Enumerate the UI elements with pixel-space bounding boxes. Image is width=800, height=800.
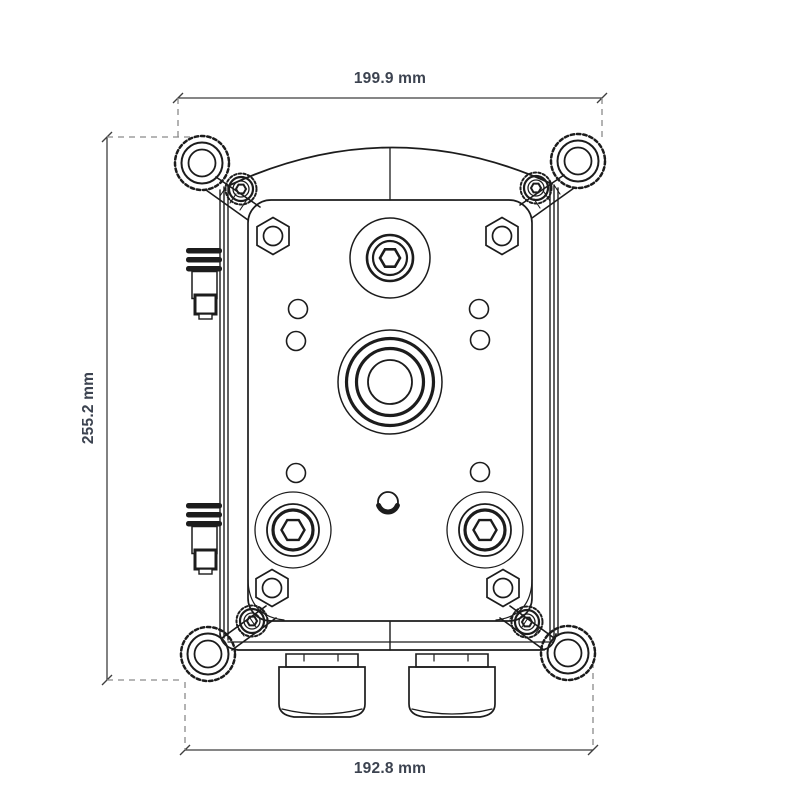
enclosure-body-outline: [219, 146, 559, 651]
hex-bolt-bottom-right: [486, 568, 520, 608]
center-hub: [337, 329, 443, 435]
corner-screw-top-left: [224, 172, 258, 206]
mounting-ear-top-left: [173, 134, 231, 192]
enclosure-drawing: [173, 132, 607, 718]
side-connector-upper: [184, 246, 224, 321]
hex-bolt-bottom-left: [255, 568, 289, 608]
dimension-label-top-width: 199.9 mm: [354, 70, 426, 87]
extension-lines: [107, 136, 196, 681]
pilot-holes: [285, 298, 491, 484]
extension-lines: [177, 98, 603, 140]
mounting-ear-top-right: [549, 132, 607, 190]
side-connector-lower: [184, 501, 224, 576]
dimension-tick: [587, 744, 599, 756]
lower-bolt-assembly-right: [445, 490, 525, 570]
dimension-bottom-width: [179, 662, 599, 756]
face-plate: [247, 199, 533, 622]
dimension-label-bottom-width: 192.8 mm: [354, 760, 426, 777]
index-dot: [376, 491, 400, 515]
mounting-ear-bottom-left: [179, 625, 237, 683]
cable-gland-right: [408, 653, 496, 718]
lower-bolt-assembly-left: [253, 490, 333, 570]
extension-lines: [184, 662, 594, 750]
dimension-top-width: [172, 92, 608, 140]
hex-bolt-top-left: [256, 216, 290, 256]
hex-bolt-top-right: [485, 216, 519, 256]
dimension-side-height: [101, 131, 196, 686]
cable-gland-left: [278, 653, 366, 718]
top-socket-assembly: [349, 217, 431, 299]
dimension-label-side-height: 255.2 mm: [80, 372, 97, 444]
